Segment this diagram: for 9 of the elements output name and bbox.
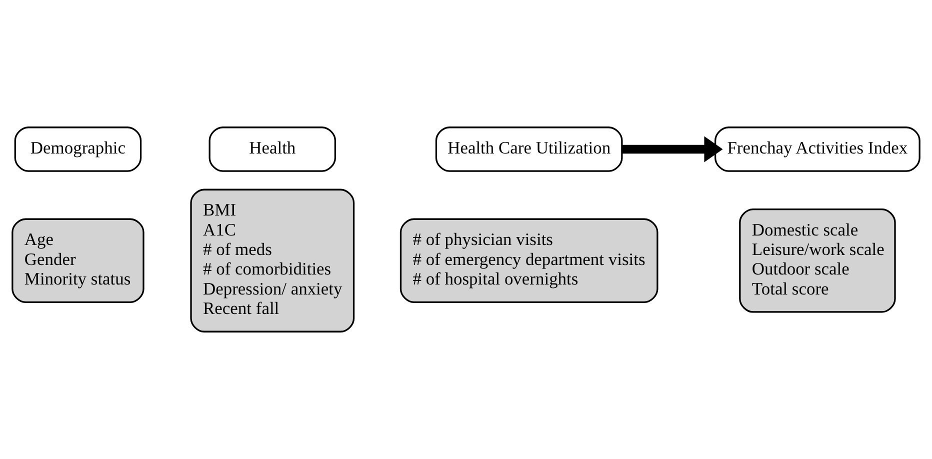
node-box: Age Gender Minority status xyxy=(12,218,144,303)
node-box: Frenchay Activities Index xyxy=(714,126,920,172)
node-box: Domestic scale Leisure/work scale Outdoor scale Total score xyxy=(739,208,896,313)
node-box: Demographic xyxy=(14,126,142,172)
node-box: Health Care Utilization xyxy=(435,126,623,172)
arrow xyxy=(622,136,723,162)
node-box: BMI A1C # of meds # of comorbidities Depression/ anxiety Recent fall xyxy=(190,188,355,332)
node-box: # of physician visits # of emergency department visits # of hospital overnights xyxy=(400,218,658,303)
node-box: Health xyxy=(208,126,336,172)
